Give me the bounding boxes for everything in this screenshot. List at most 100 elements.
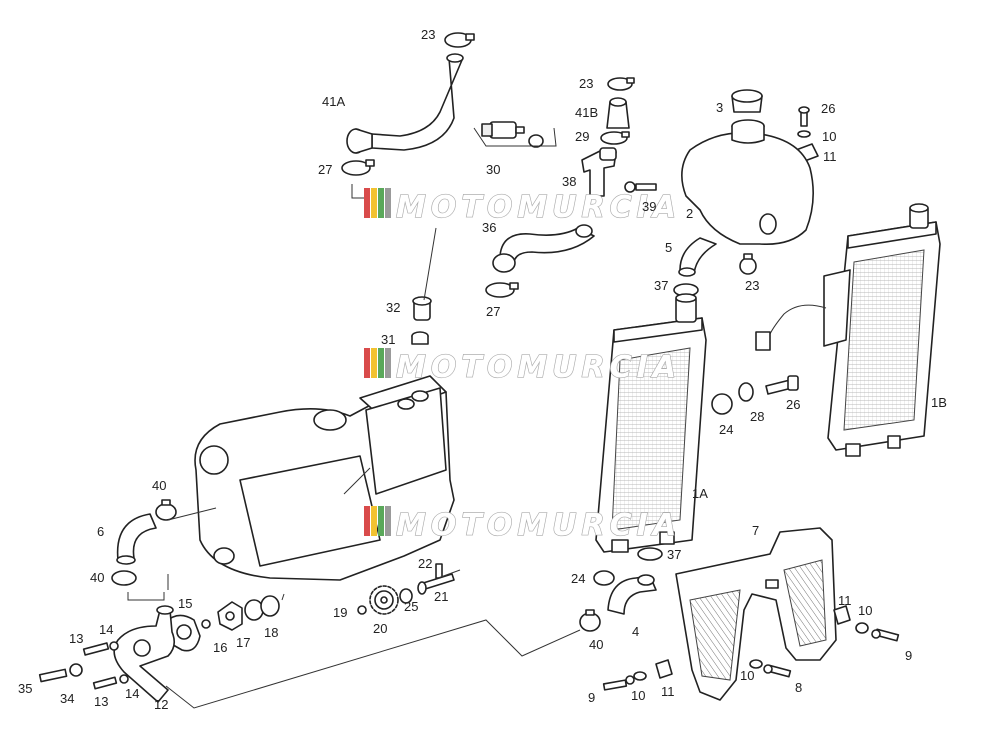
screw-icon[interactable]	[92, 674, 129, 690]
washer-icon[interactable]	[633, 671, 647, 681]
hose-clamp-icon[interactable]	[739, 253, 757, 275]
svg-text:MOTOMURCIA: MOTOMURCIA	[396, 190, 681, 225]
part-label-20: 20	[373, 621, 387, 636]
hose-fitting-32[interactable]	[412, 296, 432, 321]
fan-connector-icon[interactable]	[755, 304, 827, 351]
washer-icon[interactable]	[749, 659, 763, 669]
oil-seal-icon[interactable]	[244, 595, 280, 621]
bush-icon[interactable]	[399, 588, 413, 604]
short-hose-41b[interactable]	[606, 97, 630, 129]
pump-shaft-21[interactable]	[417, 573, 455, 595]
small-hose-5[interactable]	[678, 237, 717, 277]
bolt-icon[interactable]	[38, 663, 83, 683]
part-label-30: 30	[486, 162, 500, 177]
bolt-icon[interactable]	[765, 375, 799, 395]
part-label-23: 23	[579, 76, 593, 91]
spring-clip-icon[interactable]	[833, 605, 851, 625]
part-label-10: 10	[740, 668, 754, 683]
t-fitting-38[interactable]	[581, 147, 617, 197]
part-label-21: 21	[434, 589, 448, 604]
part-label-4: 4	[632, 624, 639, 639]
screw-icon[interactable]	[763, 664, 792, 678]
spring-clip-icon[interactable]	[655, 659, 673, 679]
part-label-9: 9	[588, 690, 595, 705]
part-label-37: 37	[654, 278, 668, 293]
part-label-1a: 1A	[692, 486, 708, 501]
washer-31[interactable]	[411, 331, 429, 345]
rubber-damper-icon[interactable]	[711, 393, 733, 415]
part-label-9: 9	[905, 648, 912, 663]
part-label-14: 14	[99, 622, 113, 637]
screw-icon[interactable]	[602, 675, 635, 691]
watermark-bottom: MOTOMURCIA	[364, 506, 681, 544]
part-label-6: 6	[97, 524, 104, 539]
temperature-sensor-icon[interactable]	[481, 121, 544, 148]
upper-hose-41a[interactable]	[346, 53, 464, 154]
part-label-23: 23	[745, 278, 759, 293]
bleed-screw-icon[interactable]	[624, 181, 657, 193]
part-label-8: 8	[795, 680, 802, 695]
screw-icon[interactable]	[798, 106, 810, 127]
part-label-29: 29	[575, 129, 589, 144]
tank-cap-icon[interactable]	[731, 89, 763, 113]
hose-clamp-icon[interactable]	[341, 159, 375, 176]
part-label-27: 27	[318, 162, 332, 177]
part-label-23: 23	[421, 27, 435, 42]
pump-cover-12[interactable]	[113, 605, 176, 703]
part-label-41b: 41B	[575, 105, 598, 120]
spacer-bush-icon[interactable]	[738, 382, 754, 402]
part-label-10: 10	[822, 129, 836, 144]
hose-clamp-icon[interactable]	[637, 547, 663, 561]
screw-icon[interactable]	[871, 628, 900, 642]
washer-icon[interactable]	[855, 622, 869, 634]
part-label-31: 31	[381, 332, 395, 347]
hose-clamp-icon[interactable]	[579, 609, 601, 632]
part-label-37: 37	[667, 547, 681, 562]
elbow-hose-6[interactable]	[116, 513, 157, 565]
washer-icon[interactable]	[201, 619, 211, 629]
water-pump-impeller-icon[interactable]	[217, 601, 243, 631]
rubber-damper-icon[interactable]	[593, 570, 615, 586]
hose-clamp-icon[interactable]	[607, 77, 635, 91]
part-label-25: 25	[404, 599, 418, 614]
part-label-5: 5	[665, 240, 672, 255]
engine-assembly[interactable]	[194, 375, 455, 581]
part-label-1b: 1B	[931, 395, 947, 410]
pump-gear-icon[interactable]	[369, 585, 399, 615]
part-label-24: 24	[571, 571, 585, 586]
part-label-11: 11	[838, 593, 852, 608]
part-labels: 23 4 1A 27 30 23 41B 29 38 3 9 36 27 32 31…	[18, 27, 947, 712]
watermark-middle: MOTOMURCIA	[364, 348, 681, 386]
pin-icon[interactable]	[435, 563, 443, 579]
part-label-10: 10	[858, 603, 872, 618]
part-label-19: 19	[333, 605, 347, 620]
screw-icon[interactable]	[82, 641, 119, 656]
part-label-27: 27	[486, 304, 500, 319]
part-label-36: 36	[482, 220, 496, 235]
expansion-tank-2[interactable]	[681, 119, 814, 246]
washer-icon[interactable]	[357, 605, 367, 615]
part-label-26: 26	[821, 101, 835, 116]
part-label-34: 34	[60, 691, 74, 706]
svg-text:MOTOMURCIA: MOTOMURCIA	[396, 508, 681, 543]
part-label-40: 40	[90, 570, 104, 585]
part-label-15: 15	[178, 596, 192, 611]
radiator-left-1a[interactable]	[595, 293, 707, 553]
part-label-22: 22	[418, 556, 432, 571]
radiator-right-1b[interactable]	[823, 203, 941, 457]
radiator-shroud-7[interactable]	[675, 527, 837, 701]
hose-clamp-icon[interactable]	[444, 32, 475, 48]
watermark-top: MOTOMURCIA	[364, 188, 681, 226]
lower-hose-4[interactable]	[607, 574, 657, 615]
hose-clamp-icon[interactable]	[600, 131, 630, 145]
part-label-38: 38	[562, 174, 576, 189]
hose-clamp-icon[interactable]	[111, 570, 137, 586]
middle-hose-36[interactable]	[492, 224, 595, 273]
svg-text:MOTOMURCIA: MOTOMURCIA	[396, 350, 681, 385]
washer-icon[interactable]	[797, 130, 811, 138]
hose-clamp-icon[interactable]	[485, 282, 519, 298]
part-label-32: 32	[386, 300, 400, 315]
part-label-3: 3	[716, 100, 723, 115]
hose-clamp-icon[interactable]	[155, 499, 177, 521]
